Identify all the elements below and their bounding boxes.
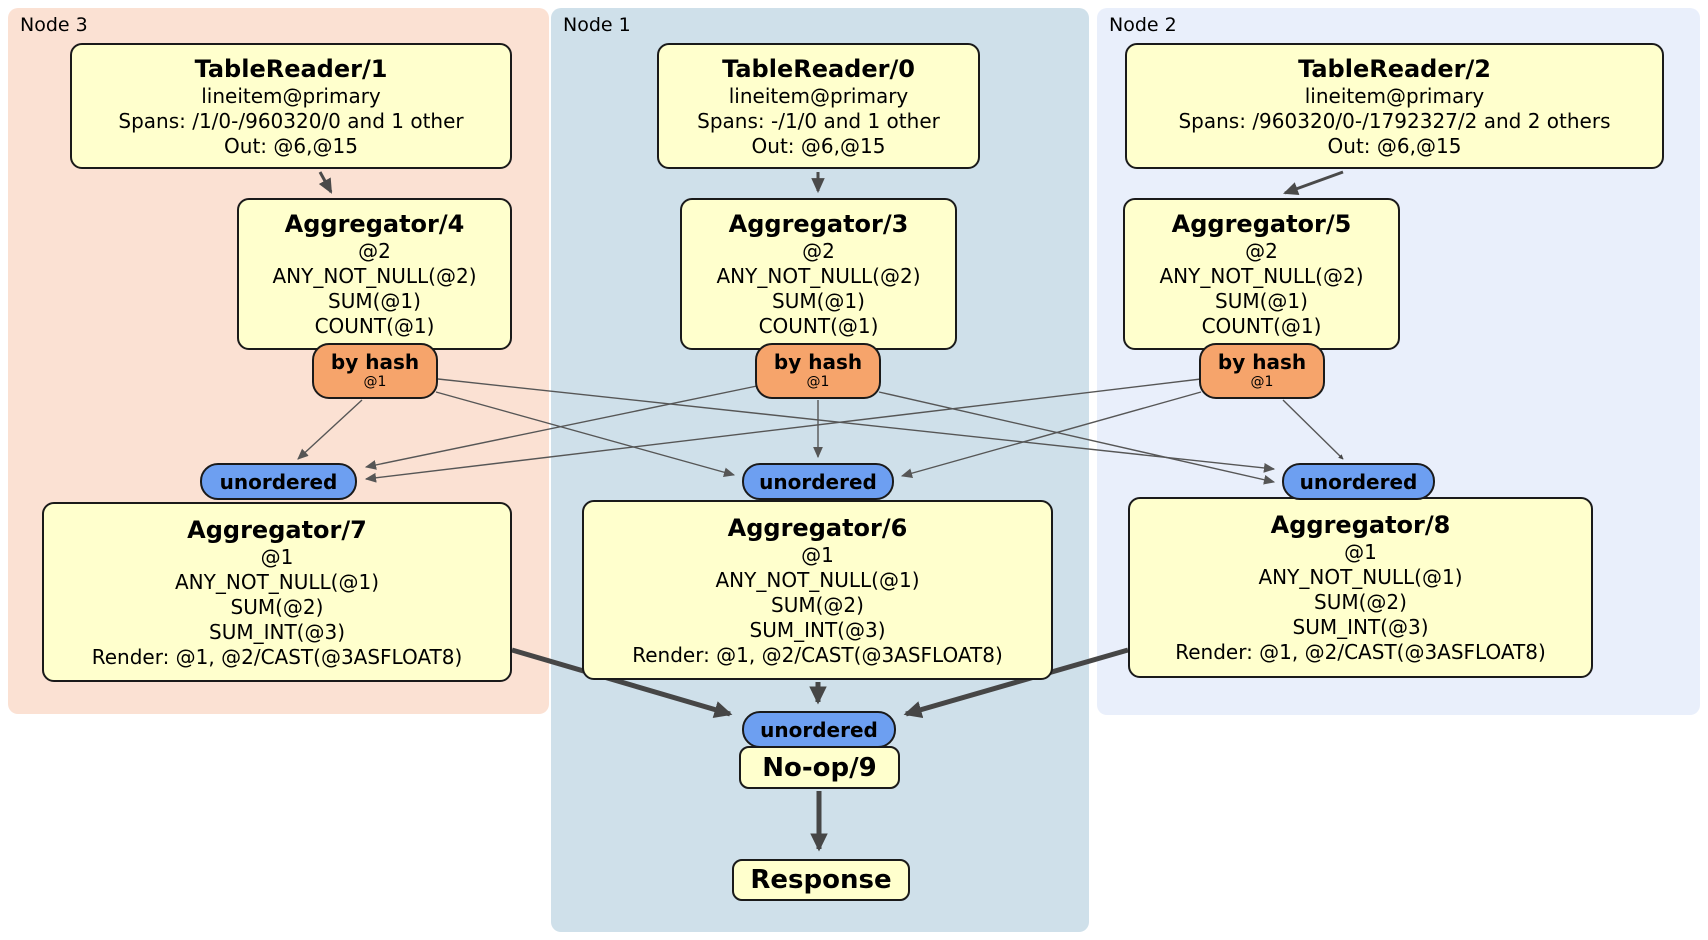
processor-line: @1 bbox=[1344, 540, 1377, 564]
processor-noop-9: No-op/9 bbox=[739, 746, 900, 789]
processor-title: Aggregator/4 bbox=[284, 210, 465, 238]
processor-line: SUM_INT(@3) bbox=[1292, 615, 1429, 639]
edge bbox=[878, 391, 1276, 485]
processor-line: Out: @6,@15 bbox=[1327, 133, 1462, 158]
edge bbox=[364, 378, 1202, 483]
processor-line: ANY_NOT_NULL(@1) bbox=[175, 569, 379, 594]
processor-aggregator-7: Aggregator/7 @1 ANY_NOT_NULL(@1) SUM(@2)… bbox=[42, 502, 512, 682]
processor-line: COUNT(@1) bbox=[758, 314, 879, 338]
processor-title: No-op/9 bbox=[762, 752, 877, 783]
processor-line: SUM(@2) bbox=[771, 592, 864, 617]
router-by-hash-3: by hash @1 bbox=[755, 343, 881, 399]
edge bbox=[511, 647, 733, 719]
processor-aggregator-8: Aggregator/8 @1 ANY_NOT_NULL(@1) SUM(@2)… bbox=[1128, 497, 1593, 678]
processor-title: Aggregator/6 bbox=[727, 513, 908, 542]
edge bbox=[364, 385, 758, 470]
processor-line: ANY_NOT_NULL(@1) bbox=[715, 567, 920, 592]
processor-tablereader-2: TableReader/2 lineitem@primary Spans: /9… bbox=[1125, 43, 1664, 169]
router-by-hash-5: by hash @1 bbox=[1199, 343, 1325, 399]
processor-title: Aggregator/7 bbox=[187, 515, 367, 544]
processor-line: Render: @1, @2/CAST(@3ASFLOAT8) bbox=[91, 644, 463, 669]
processor-line: @1 bbox=[260, 544, 294, 569]
processor-line: SUM(@1) bbox=[1215, 289, 1308, 313]
processor-title: Aggregator/5 bbox=[1171, 210, 1352, 238]
processor-line: @1 bbox=[801, 542, 834, 567]
processor-title: TableReader/1 bbox=[194, 54, 388, 83]
router-detail: @1 bbox=[1250, 374, 1274, 390]
processor-aggregator-5: Aggregator/5 @2 ANY_NOT_NULL(@2) SUM(@1)… bbox=[1123, 198, 1400, 350]
processor-line: SUM_INT(@3) bbox=[749, 617, 886, 642]
processor-line: Render: @1, @2/CAST(@3ASFLOAT8) bbox=[1175, 640, 1546, 664]
processor-title: Response bbox=[750, 865, 892, 895]
edge bbox=[297, 399, 363, 460]
processor-line: COUNT(@1) bbox=[314, 314, 435, 338]
processor-line: Spans: /960320/0-/1792327/2 and 2 others bbox=[1178, 108, 1611, 133]
processor-line: ANY_NOT_NULL(@1) bbox=[1258, 565, 1463, 589]
processor-line: SUM(@2) bbox=[1314, 590, 1407, 614]
processor-line: SUM_INT(@3) bbox=[209, 619, 345, 644]
processor-line: lineitem@primary bbox=[1304, 83, 1485, 108]
sync-unordered-7: unordered bbox=[200, 463, 357, 500]
processor-line: SUM(@2) bbox=[230, 594, 324, 619]
sync-unordered-9: unordered bbox=[742, 711, 896, 748]
edge bbox=[1283, 170, 1344, 195]
router-by-hash-4: by hash @1 bbox=[312, 343, 438, 399]
processor-aggregator-6: Aggregator/6 @1 ANY_NOT_NULL(@1) SUM(@2)… bbox=[582, 500, 1053, 680]
processor-aggregator-4: Aggregator/4 @2 ANY_NOT_NULL(@2) SUM(@1)… bbox=[237, 198, 512, 350]
edge bbox=[1282, 399, 1344, 460]
router-detail: @1 bbox=[363, 374, 387, 390]
processor-line: Out: @6,@15 bbox=[751, 133, 886, 158]
edge bbox=[903, 647, 1129, 719]
region-node1-label: Node 1 bbox=[563, 14, 631, 36]
processor-line: Spans: -/1/0 and 1 other bbox=[697, 108, 940, 133]
processor-line: lineitem@primary bbox=[728, 83, 909, 108]
edge bbox=[435, 391, 736, 478]
router-detail: @1 bbox=[806, 374, 830, 390]
processor-line: @2 bbox=[358, 239, 391, 263]
edge bbox=[318, 171, 333, 194]
processor-line: @2 bbox=[1245, 239, 1278, 263]
processor-response: Response bbox=[732, 859, 910, 901]
region-node3-label: Node 3 bbox=[20, 14, 88, 36]
sync-unordered-8: unordered bbox=[1282, 463, 1435, 500]
processor-tablereader-1: TableReader/1 lineitem@primary Spans: /1… bbox=[70, 43, 512, 169]
processor-tablereader-0: TableReader/0 lineitem@primary Spans: -/… bbox=[657, 43, 980, 169]
processor-line: SUM(@1) bbox=[772, 289, 865, 313]
processor-line: Render: @1, @2/CAST(@3ASFLOAT8) bbox=[632, 642, 1003, 667]
sync-unordered-6: unordered bbox=[742, 463, 894, 500]
processor-line: ANY_NOT_NULL(@2) bbox=[716, 264, 921, 288]
processor-line: COUNT(@1) bbox=[1201, 314, 1322, 338]
router-label: by hash bbox=[773, 350, 863, 374]
processor-line: lineitem@primary bbox=[201, 83, 381, 108]
processor-line: @2 bbox=[802, 239, 835, 263]
router-label: by hash bbox=[330, 350, 420, 374]
processor-line: Out: @6,@15 bbox=[224, 133, 358, 158]
processor-aggregator-3: Aggregator/3 @2 ANY_NOT_NULL(@2) SUM(@1)… bbox=[680, 198, 957, 350]
processor-title: TableReader/0 bbox=[722, 54, 915, 83]
edge bbox=[900, 391, 1202, 478]
edge bbox=[437, 378, 1276, 473]
processor-title: Aggregator/3 bbox=[728, 210, 909, 238]
processor-line: ANY_NOT_NULL(@2) bbox=[272, 264, 477, 288]
processor-title: Aggregator/8 bbox=[1270, 511, 1451, 539]
processor-line: Spans: /1/0-/960320/0 and 1 other bbox=[118, 108, 464, 133]
processor-title: TableReader/2 bbox=[1298, 54, 1491, 83]
processor-line: SUM(@1) bbox=[328, 289, 421, 313]
processor-line: ANY_NOT_NULL(@2) bbox=[1159, 264, 1364, 288]
region-node2-label: Node 2 bbox=[1109, 14, 1177, 36]
router-label: by hash bbox=[1217, 350, 1307, 374]
